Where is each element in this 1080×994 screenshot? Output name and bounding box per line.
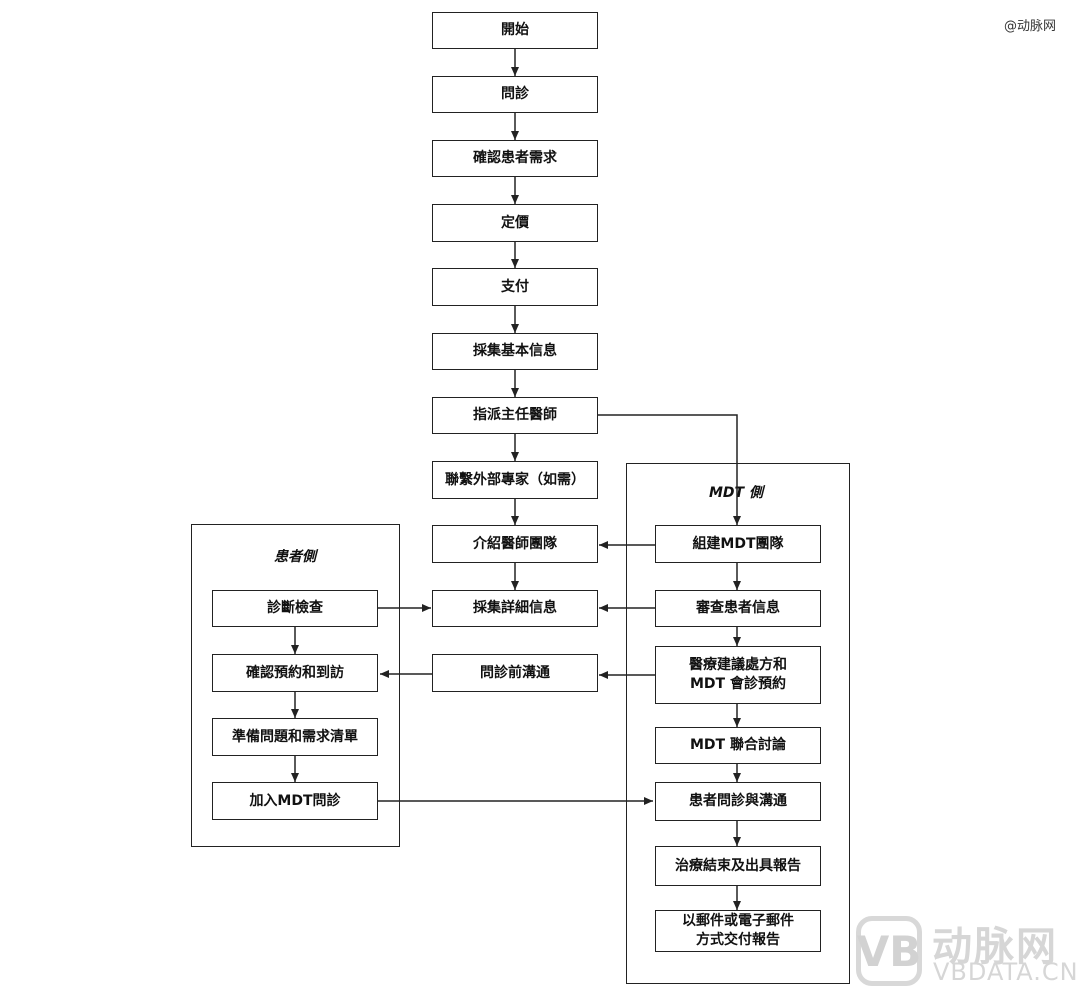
node-assign-doctor-label: 指派主任醫師 <box>473 407 557 424</box>
node-pre-consult-comm: 問診前溝通 <box>432 654 598 692</box>
node-deliver-line1: 以郵件或電子郵件 <box>682 913 794 930</box>
node-confirm-appointment: 確認預約和到訪 <box>212 654 378 692</box>
node-confirm-needs: 確認患者需求 <box>432 140 598 177</box>
node-treatment-end-label: 治療結束及出具報告 <box>675 857 801 874</box>
node-patient-consult: 患者問診與溝通 <box>655 782 821 821</box>
node-confirm-appointment-label: 確認預約和到訪 <box>246 664 344 681</box>
node-collect-detail-label: 採集詳細信息 <box>473 600 557 617</box>
node-pre-consult-comm-label: 問診前溝通 <box>480 664 550 681</box>
node-introduce-team-label: 介紹醫師團隊 <box>473 535 557 552</box>
node-start-label: 開始 <box>501 22 529 39</box>
node-assign-doctor: 指派主任醫師 <box>432 397 598 434</box>
node-diagnostic-exam: 診斷檢查 <box>212 590 378 627</box>
node-patient-consult-label: 患者問診與溝通 <box>689 793 787 810</box>
node-introduce-team: 介紹醫師團隊 <box>432 525 598 563</box>
watermark-name: 动脉网 <box>932 924 1058 970</box>
watermark-top-right: @动脉网 <box>1003 19 1056 34</box>
node-recommend-line2: MDT 會診預約 <box>690 676 786 692</box>
patient-side-title: 患者側 <box>274 549 316 565</box>
node-deliver-line2: 方式交付報告 <box>696 932 780 948</box>
node-review-info-label: 審查患者信息 <box>696 600 780 617</box>
mdt-side-panel <box>626 463 850 984</box>
node-payment: 支付 <box>432 268 598 306</box>
node-joint-discussion: MDT 聯合討論 <box>655 727 821 764</box>
node-deliver-report: 以郵件或電子郵件 方式交付報告 <box>655 910 821 952</box>
node-collect-basic-label: 採集基本信息 <box>473 343 557 360</box>
node-contact-expert: 聯繫外部專家（如需） <box>432 461 598 499</box>
node-pricing: 定價 <box>432 204 598 242</box>
node-join-mdt: 加入MDT問診 <box>212 782 378 820</box>
node-diagnostic-exam-label: 診斷檢查 <box>267 600 323 617</box>
node-recommend: 醫療建議處方和 MDT 會診預約 <box>655 646 821 704</box>
node-prepare-list: 準備問題和需求清單 <box>212 718 378 756</box>
node-collect-basic: 採集基本信息 <box>432 333 598 370</box>
node-consult-label: 問診 <box>501 86 529 103</box>
arrow-assign-buildteam <box>597 414 741 525</box>
node-payment-label: 支付 <box>501 278 529 295</box>
watermark-logo-icon: VB <box>856 916 922 986</box>
watermark-logo-mark: VB <box>856 926 922 976</box>
node-build-team-label: 組建MDT團隊 <box>692 535 784 552</box>
node-joint-discussion-label: MDT 聯合討論 <box>690 737 786 754</box>
node-consult: 問診 <box>432 76 598 113</box>
node-pricing-label: 定價 <box>501 214 529 231</box>
watermark-url: VBDATA.CN <box>933 958 1079 986</box>
node-build-team: 組建MDT團隊 <box>655 525 821 563</box>
patient-side-panel <box>191 524 400 847</box>
node-collect-detail: 採集詳細信息 <box>432 590 598 627</box>
node-review-info: 審查患者信息 <box>655 590 821 627</box>
mdt-side-title: MDT 側 <box>709 485 763 501</box>
node-prepare-list-label: 準備問題和需求清單 <box>232 728 358 745</box>
node-recommend-line1: 醫療建議處方和 <box>689 657 787 674</box>
node-start: 開始 <box>432 12 598 49</box>
node-treatment-end: 治療結束及出具報告 <box>655 846 821 886</box>
node-confirm-needs-label: 確認患者需求 <box>473 150 557 167</box>
node-join-mdt-label: 加入MDT問診 <box>249 792 341 809</box>
node-contact-expert-label: 聯繫外部專家（如需） <box>445 471 585 488</box>
